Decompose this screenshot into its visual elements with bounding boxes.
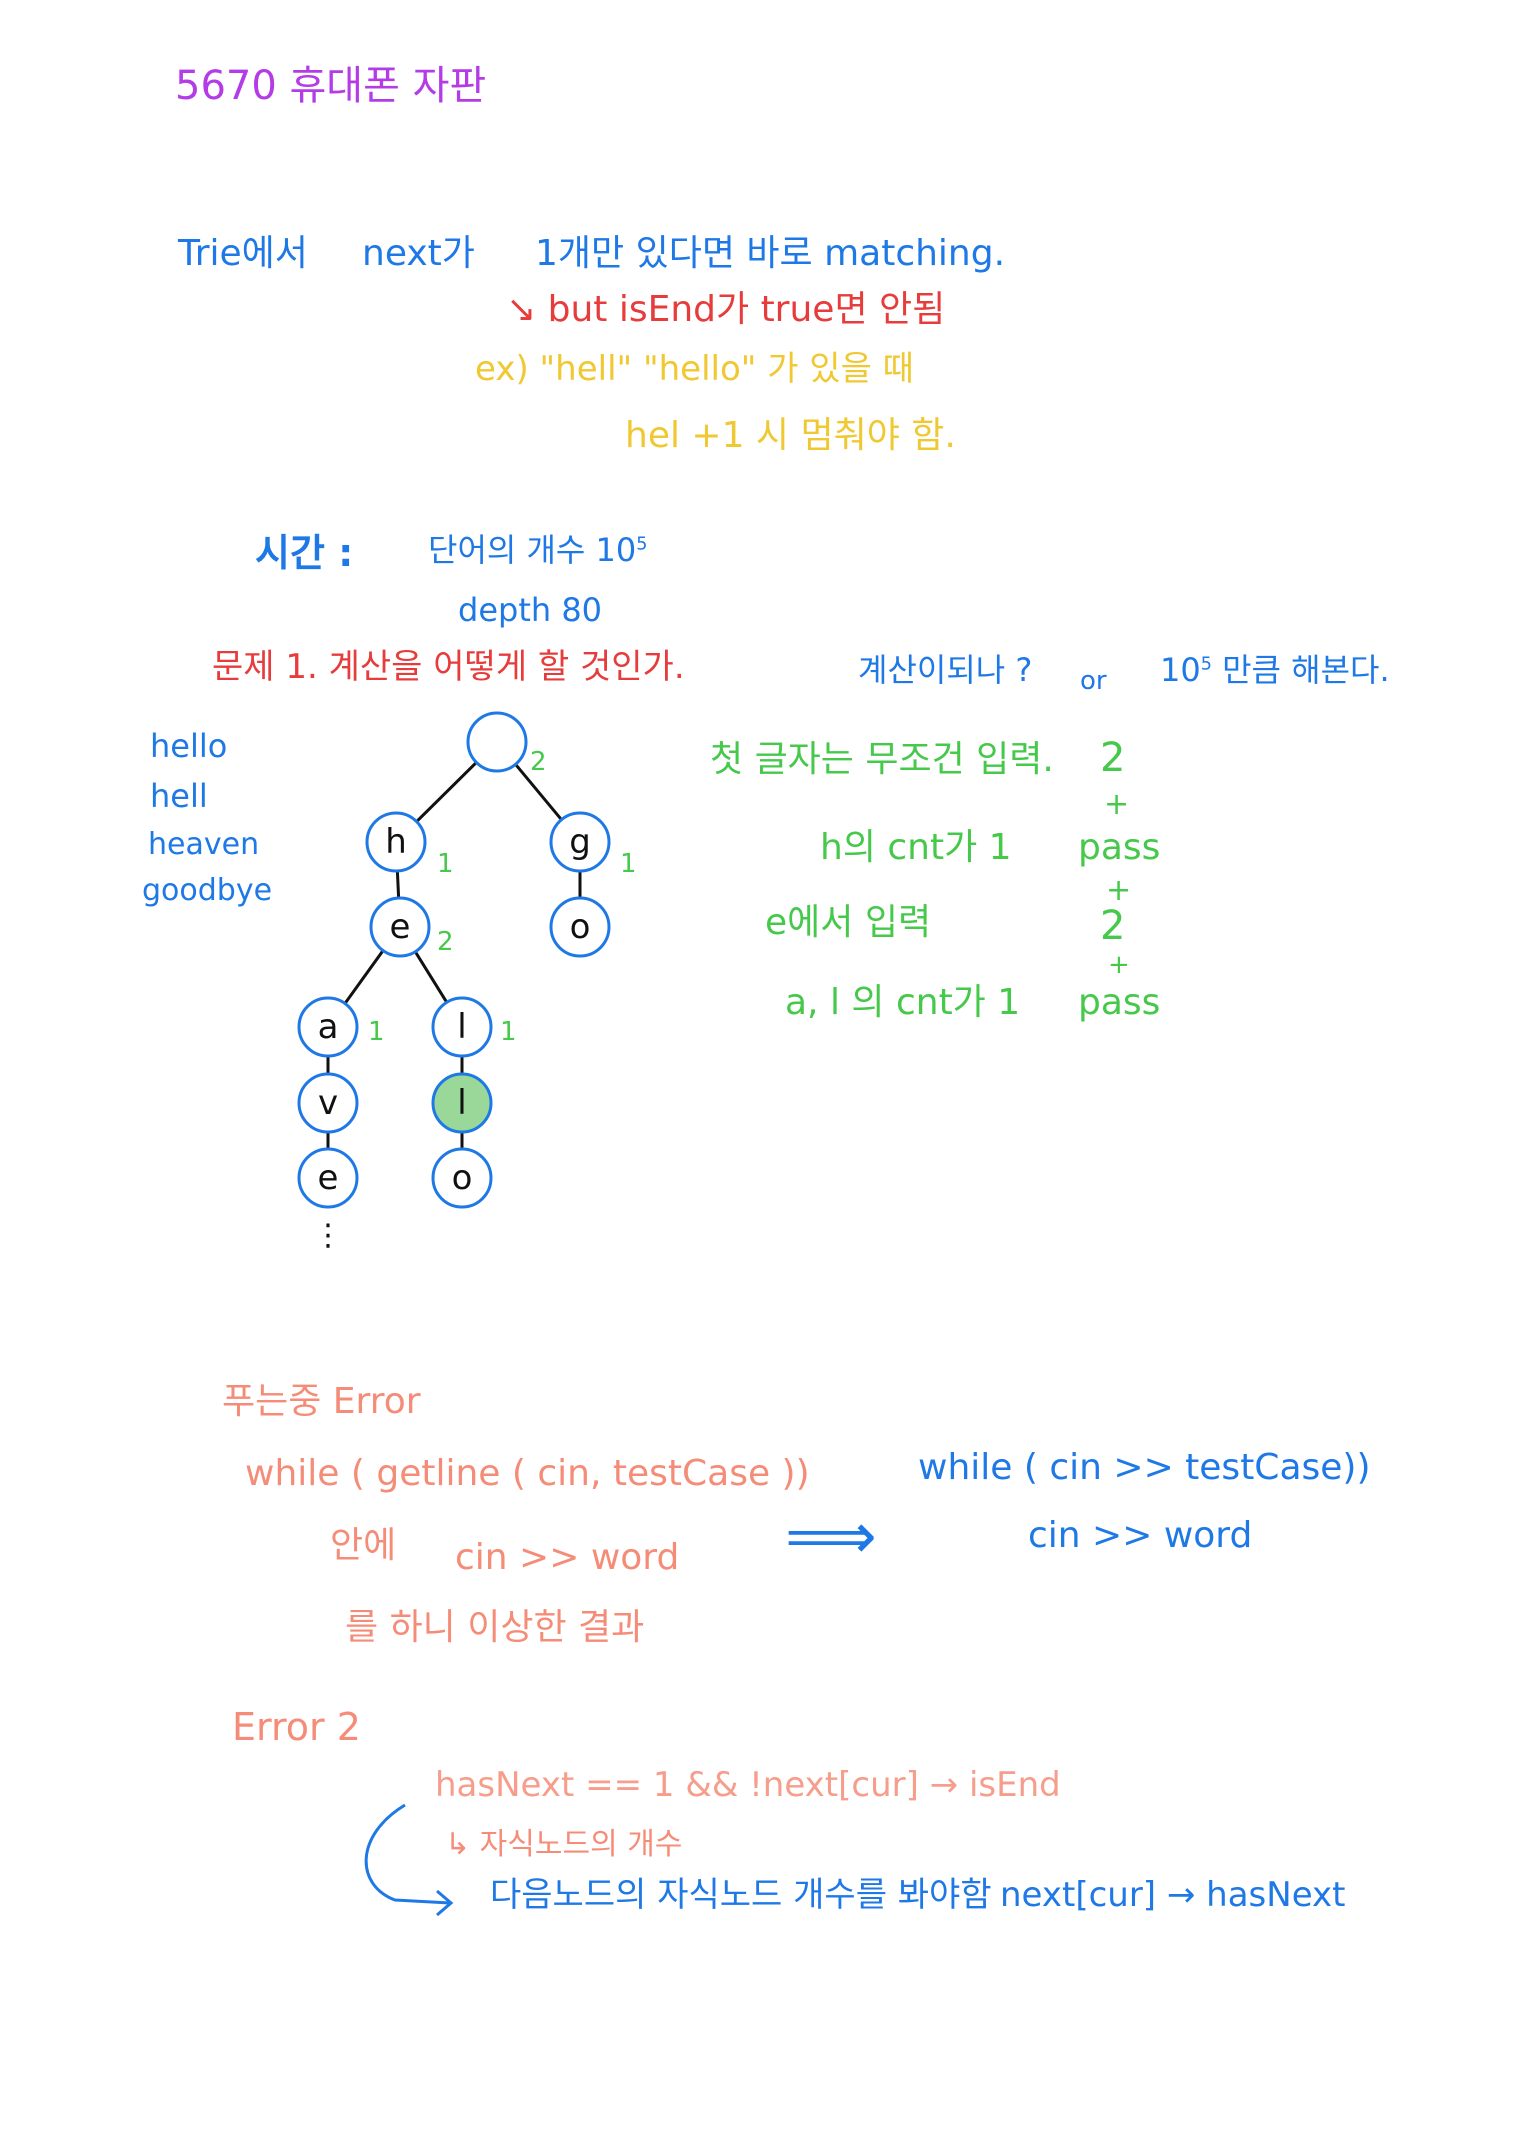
- step-h-count: h의 cnt가 1: [820, 827, 1012, 868]
- problem-try-base: 10: [1160, 651, 1201, 689]
- step-e-input: e에서 입력: [765, 902, 932, 943]
- trie-node: [297, 996, 359, 1058]
- trie-node-label: h: [385, 822, 407, 862]
- trie-node: [297, 1072, 359, 1134]
- step-pass: pass: [1078, 982, 1161, 1023]
- trie-node-label: g: [569, 822, 591, 862]
- step-first-letter: 첫 글자는 무조건 입력.: [710, 739, 1054, 780]
- trie-node: [466, 711, 528, 773]
- trie-node-label: l: [457, 1083, 466, 1123]
- time-word-count-exp: 5: [636, 534, 648, 555]
- trie-edge: [415, 761, 478, 823]
- error1-result: 를 하니 이상한 결과: [345, 1607, 645, 1648]
- time-label: 시간 :: [255, 531, 354, 575]
- word-list-item: hell: [150, 777, 208, 815]
- trie-node-label: o: [570, 907, 591, 947]
- error1-inside: 안에: [330, 1525, 397, 1566]
- trie-node: [365, 811, 427, 873]
- trie-ellipsis: ⋮: [313, 1218, 343, 1253]
- time-depth: depth 80: [458, 591, 603, 629]
- trie-node-count: 1: [437, 849, 454, 879]
- note-example: ex) "hell" "hello" 가 있을 때: [475, 349, 914, 389]
- double-arrow-icon: ⟹: [785, 1500, 877, 1574]
- trie-node-label: l: [457, 1007, 466, 1047]
- trie-node-count: 2: [530, 747, 547, 777]
- note-stop: hel +1 시 멈춰야 함.: [625, 415, 956, 456]
- error1-cin-word: cin >> word: [455, 1537, 680, 1578]
- trie-node-label: v: [318, 1083, 338, 1123]
- step-al-count: a, l 의 cnt가 1: [785, 982, 1021, 1023]
- step-count: 2: [1100, 735, 1126, 781]
- step-pass: pass: [1078, 827, 1161, 868]
- trie-edge: [395, 870, 401, 899]
- error2-fix-code: next[cur] → hasNext: [1000, 1875, 1346, 1915]
- error1-title: 푸는중 Error: [222, 1381, 421, 1422]
- note-matching: 1개만 있다면 바로 matching.: [535, 233, 1006, 274]
- word-list-item: hello: [150, 727, 228, 765]
- note-but-isend: ↘ but isEnd가 true면 안됨: [506, 289, 946, 330]
- trie-node-count: 1: [368, 1017, 385, 1047]
- error2-code: hasNext == 1 && !next[cur] → isEnd: [435, 1765, 1061, 1805]
- trie-node: [297, 1147, 359, 1209]
- error1-code: while ( getline ( cin, testCase )): [245, 1453, 810, 1494]
- trie-edge: [514, 763, 563, 821]
- trie-node: [549, 896, 611, 958]
- step-plus: +: [1108, 950, 1130, 980]
- trie-node-count: 1: [500, 1017, 517, 1047]
- problem-try-exp: 5: [1200, 654, 1212, 675]
- trie-node-label: a: [318, 1007, 339, 1047]
- step-plus: +: [1106, 873, 1132, 908]
- curved-arrow-icon: [364, 1803, 454, 1917]
- error2-fix: 다음노드의 자식노드 개수를 봐야함: [490, 1875, 992, 1915]
- trie-edge: [414, 950, 448, 1004]
- trie-node-count: 1: [620, 849, 637, 879]
- page-title: 5670 휴대폰 자판: [175, 63, 487, 109]
- error2-title: Error 2: [232, 1705, 361, 1749]
- step-plus: +: [1104, 787, 1130, 822]
- trie-node: [431, 1072, 493, 1134]
- trie-node-count: 2: [437, 927, 454, 957]
- trie-node: [369, 896, 431, 958]
- word-list-item: heaven: [148, 827, 260, 862]
- time-word-count: 단어의 개수 105: [428, 534, 647, 566]
- trie-node: [431, 1147, 493, 1209]
- problem-or: or: [1080, 666, 1107, 696]
- time-word-count-base: 단어의 개수 10: [428, 531, 637, 569]
- error2-note: ↳ 자식노드의 개수: [445, 1827, 683, 1862]
- error1-fix-cin: cin >> word: [1028, 1515, 1253, 1556]
- problem-try: 105 만큼 해본다.: [1160, 654, 1390, 686]
- trie-edge: [343, 949, 385, 1005]
- trie-node-label: e: [318, 1158, 339, 1198]
- note-next-label: next가: [362, 233, 475, 274]
- problem-compute: 계산이되나 ?: [858, 651, 1033, 689]
- word-list-item: goodbye: [142, 873, 273, 908]
- note-trie-prefix: Trie에서: [178, 233, 308, 274]
- problem-try-text: 만큼 해본다.: [1222, 651, 1390, 689]
- problem-question: 문제 1. 계산을 어떻게 할 것인가.: [212, 647, 685, 687]
- error1-fix-while: while ( cin >> testCase)): [918, 1447, 1371, 1488]
- step-count: 2: [1100, 903, 1126, 949]
- trie-node: [431, 996, 493, 1058]
- trie-node-label: o: [452, 1158, 473, 1198]
- trie-node: [549, 811, 611, 873]
- trie-node-label: e: [390, 907, 411, 947]
